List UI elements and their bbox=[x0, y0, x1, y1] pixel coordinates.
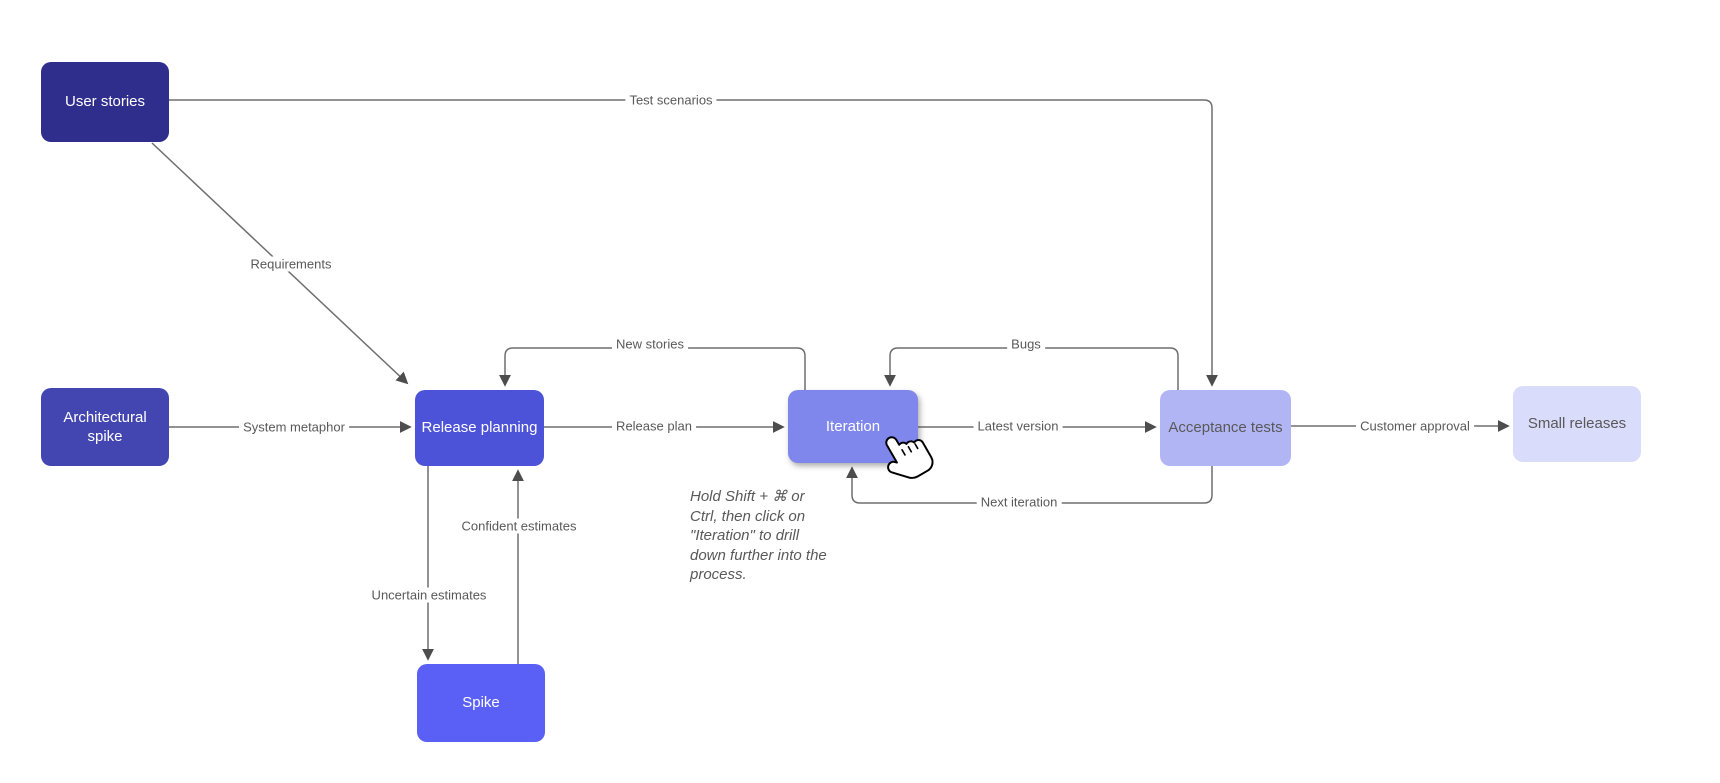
edge-label-new-stories: New stories bbox=[612, 336, 688, 352]
node-user-stories-label: User stories bbox=[64, 93, 146, 111]
node-spike-label: Spike bbox=[462, 694, 500, 712]
node-release-planning-label: Release planning bbox=[421, 419, 538, 437]
node-iteration[interactable]: Iteration bbox=[788, 390, 918, 463]
edge-label-release-plan: Release plan bbox=[612, 418, 696, 434]
edge-label-uncertain-estimates: Uncertain estimates bbox=[367, 587, 491, 603]
node-small-releases[interactable]: Small releases bbox=[1513, 386, 1641, 462]
edge-label-bugs: Bugs bbox=[1007, 336, 1045, 352]
node-release-planning[interactable]: Release planning bbox=[415, 390, 544, 466]
node-iteration-label: Iteration bbox=[825, 417, 881, 435]
edge-label-latest-version: Latest version bbox=[973, 418, 1063, 434]
node-user-stories[interactable]: User stories bbox=[41, 62, 169, 142]
edge-new-stories bbox=[499, 347, 806, 390]
node-spike[interactable]: Spike bbox=[417, 664, 545, 742]
node-architectural-spike[interactable]: Architectural spike bbox=[41, 388, 169, 466]
edge-test-scenarios bbox=[169, 99, 1218, 387]
node-acceptance-tests[interactable]: Acceptance tests bbox=[1160, 390, 1291, 466]
annotation-note: Hold Shift + ⌘ or Ctrl, then click on "I… bbox=[690, 488, 827, 583]
edge-label-system-metaphor: System metaphor bbox=[239, 419, 349, 435]
edge-bugs bbox=[884, 347, 1179, 390]
edge-label-requirements: Requirements bbox=[246, 256, 336, 272]
node-architectural-spike-label: Architectural spike bbox=[63, 408, 147, 446]
edge-label-customer-approval: Customer approval bbox=[1356, 418, 1474, 434]
edge-label-next-iteration: Next iteration bbox=[976, 494, 1062, 510]
node-acceptance-tests-label: Acceptance tests bbox=[1168, 419, 1283, 437]
edge-label-confident-estimates: Confident estimates bbox=[457, 518, 581, 534]
edge-label-test-scenarios: Test scenarios bbox=[625, 92, 717, 108]
node-small-releases-label: Small releases bbox=[1527, 415, 1627, 433]
